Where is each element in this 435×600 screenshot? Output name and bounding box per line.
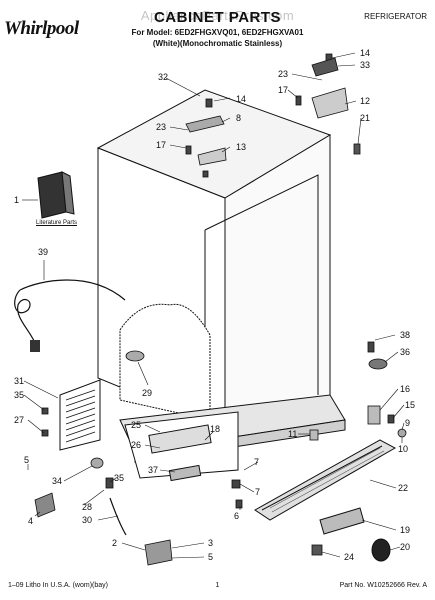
- cabinet-shell: [96, 89, 332, 431]
- callout-5a: 5: [24, 455, 29, 465]
- callout-16: 16: [400, 384, 410, 394]
- callout-26: 26: [131, 440, 141, 450]
- callout-37: 37: [148, 465, 158, 475]
- callout-3: 3: [208, 538, 213, 548]
- model-info: For Model: 6ED2FHGXVQ01, 6ED2FHGXVA01 (W…: [0, 27, 435, 49]
- callout-11: 11: [288, 429, 297, 439]
- motor-cylinder: [319, 507, 391, 562]
- footer-part-number: Part No. W10252666 Rev. A: [339, 582, 427, 589]
- callout-19: 19: [400, 525, 410, 535]
- callout-34: 34: [52, 476, 62, 486]
- callout-13: 13: [236, 142, 246, 152]
- callout-20: 20: [400, 542, 410, 552]
- callout-14b: 14: [360, 48, 370, 58]
- page-title: CABINET PARTS: [153, 9, 282, 26]
- rear-vent-panel: [59, 379, 101, 451]
- callout-18: 18: [210, 424, 220, 434]
- power-cord: [14, 279, 126, 352]
- callout-23b: 23: [278, 69, 288, 79]
- brand-logo: Whirlpool: [4, 18, 79, 39]
- callout-8: 8: [236, 113, 241, 123]
- callout-14a: 14: [236, 94, 246, 104]
- callout-33: 33: [360, 60, 370, 70]
- callout-35a: 35: [14, 390, 24, 400]
- callout-7a: 7: [254, 457, 259, 467]
- callout-22: 22: [398, 483, 408, 493]
- callout-2: 2: [112, 538, 117, 548]
- callout-21: 21: [360, 113, 370, 123]
- callout-32: 32: [158, 72, 168, 82]
- literature-booklet: [37, 171, 75, 219]
- callout-17a: 17: [156, 140, 166, 150]
- watermark: AppliancePartsPros.com: [140, 8, 295, 23]
- callout-5b: 5: [208, 552, 213, 562]
- callout-35b: 35: [114, 473, 124, 483]
- callout-9: 9: [405, 418, 410, 428]
- footer-litho: 1–09 Litho In U.S.A. (wom)(bay): [8, 582, 108, 589]
- callout-7b: 7: [255, 487, 260, 497]
- callout-17b: 17: [278, 85, 288, 95]
- callout-28: 28: [82, 502, 92, 512]
- callout-36: 36: [400, 347, 410, 357]
- callout-24: 24: [344, 552, 354, 562]
- footer-page-number: 1: [215, 582, 220, 589]
- category-label: REFRIGERATOR: [364, 12, 427, 21]
- model-line-1: For Model: 6ED2FHGXVQ01, 6ED2FHGXVA01: [131, 28, 304, 37]
- callout-29: 29: [142, 388, 152, 398]
- hardware-small-parts: [34, 53, 407, 566]
- callout-30: 30: [82, 515, 92, 525]
- callout-6: 6: [234, 511, 239, 521]
- literature-parts-label: Literature Parts: [36, 220, 78, 226]
- model-line-2: (White)(Monochromatic Stainless): [152, 39, 283, 48]
- compressor-area: [124, 411, 239, 482]
- callout-labels: 32 14 8 23 17 13 14 33 23 17 12 21 1 39 …: [14, 48, 415, 562]
- callout-23a: 23: [156, 122, 166, 132]
- leader-lines: [22, 52, 405, 559]
- callout-10: 10: [398, 444, 408, 454]
- drain-tube: [109, 497, 127, 536]
- callout-39: 39: [38, 247, 48, 257]
- callout-25: 25: [131, 420, 141, 430]
- callout-38: 38: [400, 330, 410, 340]
- callout-12: 12: [360, 96, 370, 106]
- callout-15: 15: [405, 400, 415, 410]
- callout-4: 4: [28, 516, 33, 526]
- callout-27: 27: [14, 415, 24, 425]
- front-grille: [254, 439, 397, 521]
- callout-1: 1: [14, 195, 19, 205]
- callout-31: 31: [14, 376, 24, 386]
